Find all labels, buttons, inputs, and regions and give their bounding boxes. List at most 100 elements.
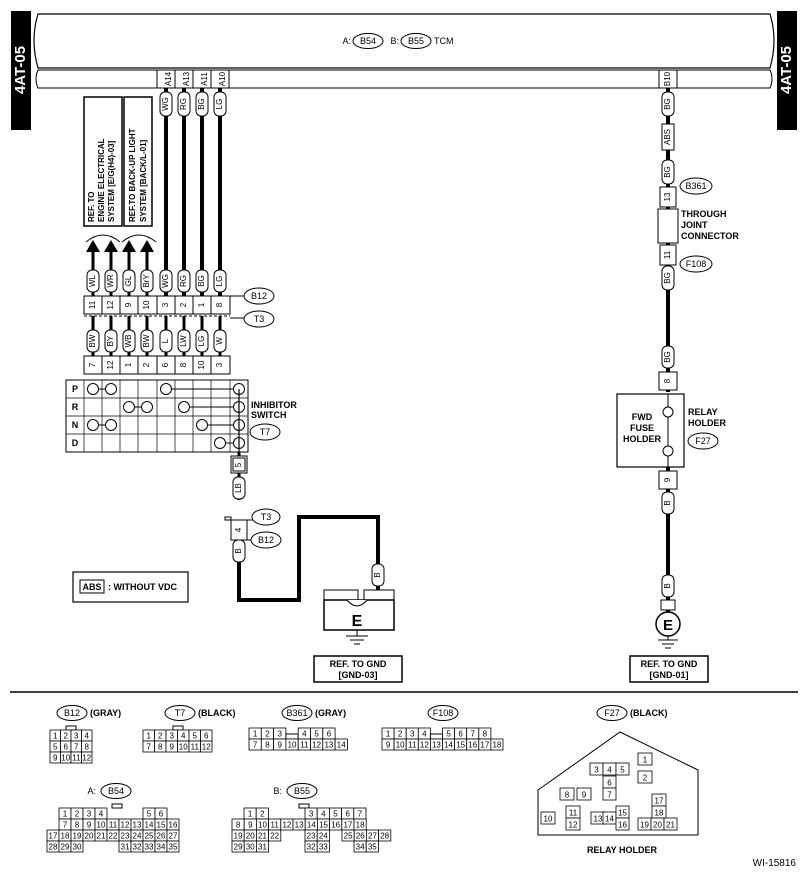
connector-pin-number: 2 bbox=[158, 732, 163, 741]
connector-cell bbox=[268, 829, 282, 842]
ground-path-left: 5 LB 4 T3 B12 B B E REF. TO GND [GND-03] bbox=[224, 452, 403, 683]
connector-cell bbox=[200, 740, 213, 753]
wire-color: LB bbox=[234, 483, 243, 493]
connector-pin-number: 5 bbox=[446, 730, 451, 739]
connector-pin-number: 19 bbox=[234, 832, 243, 841]
connector-pin-number: 22 bbox=[109, 832, 118, 841]
svg-text:SYSTEM [BACK/L-01]: SYSTEM [BACK/L-01] bbox=[139, 139, 148, 222]
connector-pin-number: 6 bbox=[607, 779, 612, 788]
side-tab-left: 4AT-05 bbox=[11, 11, 31, 130]
connector-pin-number: 8 bbox=[236, 821, 241, 830]
pin-label: 11 bbox=[663, 250, 672, 259]
connector-key bbox=[172, 725, 184, 731]
connector-key bbox=[285, 733, 299, 740]
connector-pin-number: 11 bbox=[569, 809, 578, 818]
connector-pin-number: 16 bbox=[331, 821, 340, 830]
connector-pin-number: 34 bbox=[356, 843, 365, 852]
connector-badge bbox=[596, 705, 628, 721]
connector-pin-number: 6 bbox=[204, 732, 209, 741]
connector-cell bbox=[316, 840, 330, 853]
connector-pin-number: 6 bbox=[159, 810, 164, 819]
pin-label: 5 bbox=[234, 462, 243, 467]
abs-legend: ABS : WITHOUT VDC bbox=[72, 571, 189, 603]
connector-pin-number: 8 bbox=[565, 791, 570, 800]
b12-label: B12 bbox=[258, 535, 274, 545]
wire-color: BrY bbox=[142, 274, 151, 288]
connector-key bbox=[429, 733, 443, 740]
connector-pin-number: 8 bbox=[265, 741, 270, 750]
connector-pin-number: 7 bbox=[74, 743, 79, 752]
connector-pin-number: 35 bbox=[169, 843, 178, 852]
connector-pin-number: 24 bbox=[319, 832, 328, 841]
connector-pin-number: 5 bbox=[314, 730, 319, 739]
connector-pin-number: 3 bbox=[87, 810, 92, 819]
switch-row-label: D bbox=[72, 438, 79, 448]
connector-pin-number: 1 bbox=[53, 732, 58, 741]
wire-color: RG bbox=[179, 275, 188, 287]
ref-gnd: REF. TO GND bbox=[641, 659, 698, 669]
connector-pin-number: 12 bbox=[121, 821, 130, 830]
connector-pin-number: 12 bbox=[420, 741, 429, 750]
b12-pin: 9 bbox=[124, 302, 133, 307]
ref-gnd: REF. TO GND bbox=[330, 659, 387, 669]
connector-name: F108 bbox=[433, 708, 454, 718]
connector-prefix: A: bbox=[87, 786, 96, 796]
connector-pin-number: 15 bbox=[319, 821, 328, 830]
connector-pin-number: 1 bbox=[643, 756, 648, 765]
connector-pin-number: 21 bbox=[666, 821, 675, 830]
t3-label: T3 bbox=[254, 314, 265, 324]
connector-pin-number: 18 bbox=[492, 741, 501, 750]
wire-color: B bbox=[234, 548, 243, 553]
b12-pin: 11 bbox=[88, 300, 97, 309]
connector-pin-number: 10 bbox=[179, 743, 188, 752]
connector-pin-number: 18 bbox=[356, 821, 365, 830]
fwd-fuse-label: HOLDER bbox=[623, 434, 662, 444]
connector-pin-number: 31 bbox=[258, 843, 267, 852]
connector-pin-number: 23 bbox=[307, 832, 316, 841]
connector-pin-number: 9 bbox=[386, 741, 391, 750]
connector-cell bbox=[166, 840, 180, 853]
connector-pin-number: 20 bbox=[653, 821, 662, 830]
connector-pin-number: 34 bbox=[157, 843, 166, 852]
connector-pin-number: 13 bbox=[295, 821, 304, 830]
b12-pin: 10 bbox=[142, 300, 151, 309]
connector-pin-number: 8 bbox=[75, 821, 80, 830]
connector-pin-number: 4 bbox=[422, 730, 427, 739]
fwd-fuse-label: FUSE bbox=[630, 423, 654, 433]
connector-pin-number: 9 bbox=[278, 741, 283, 750]
abs-legend-text: : WITHOUT VDC bbox=[108, 582, 177, 592]
connector-pin-number: 11 bbox=[191, 743, 200, 752]
b12-pin: 3 bbox=[161, 302, 170, 307]
b12-pin: 12 bbox=[106, 300, 115, 309]
wire-color: BW bbox=[88, 334, 97, 347]
connector-pin-number: 11 bbox=[72, 754, 81, 763]
connector-badge bbox=[100, 783, 132, 799]
wire-color: BG bbox=[663, 351, 672, 363]
connector-pin-number: 30 bbox=[73, 843, 82, 852]
wire-color: RG bbox=[179, 98, 188, 110]
svg-text:ENGINE ELECTRICAL: ENGINE ELECTRICAL bbox=[97, 138, 106, 222]
b12-pin: 1 bbox=[197, 302, 206, 307]
t7-pin: 8 bbox=[179, 362, 188, 367]
connector-pin-number: 17 bbox=[655, 797, 664, 806]
fwd-fuse-label: FWD bbox=[632, 412, 653, 422]
wire-color: B bbox=[373, 572, 382, 577]
connector-pin-number: 8 bbox=[85, 743, 90, 752]
connector-pin-number: 3 bbox=[170, 732, 175, 741]
wire-color: WR bbox=[106, 274, 115, 288]
t7-pin: 2 bbox=[142, 362, 151, 367]
connector-pin-number: 3 bbox=[278, 730, 283, 739]
pin-label: 13 bbox=[663, 192, 672, 201]
connector-name: T7 bbox=[175, 708, 186, 718]
connector-pin-number: 3 bbox=[594, 766, 599, 775]
connector-pin-number: 24 bbox=[133, 832, 142, 841]
connector-pin-number: 5 bbox=[147, 810, 152, 819]
connector-cell bbox=[540, 811, 556, 825]
connector-pin-number: 13 bbox=[324, 741, 333, 750]
connector-cell bbox=[637, 770, 653, 784]
connector-pin-number: 8 bbox=[158, 743, 163, 752]
tcm-conn-b: B55 bbox=[408, 36, 424, 46]
connector-pin-number: 21 bbox=[97, 832, 106, 841]
connector-pin-number: 1 bbox=[386, 730, 391, 739]
connector-pin-number: 25 bbox=[145, 832, 154, 841]
